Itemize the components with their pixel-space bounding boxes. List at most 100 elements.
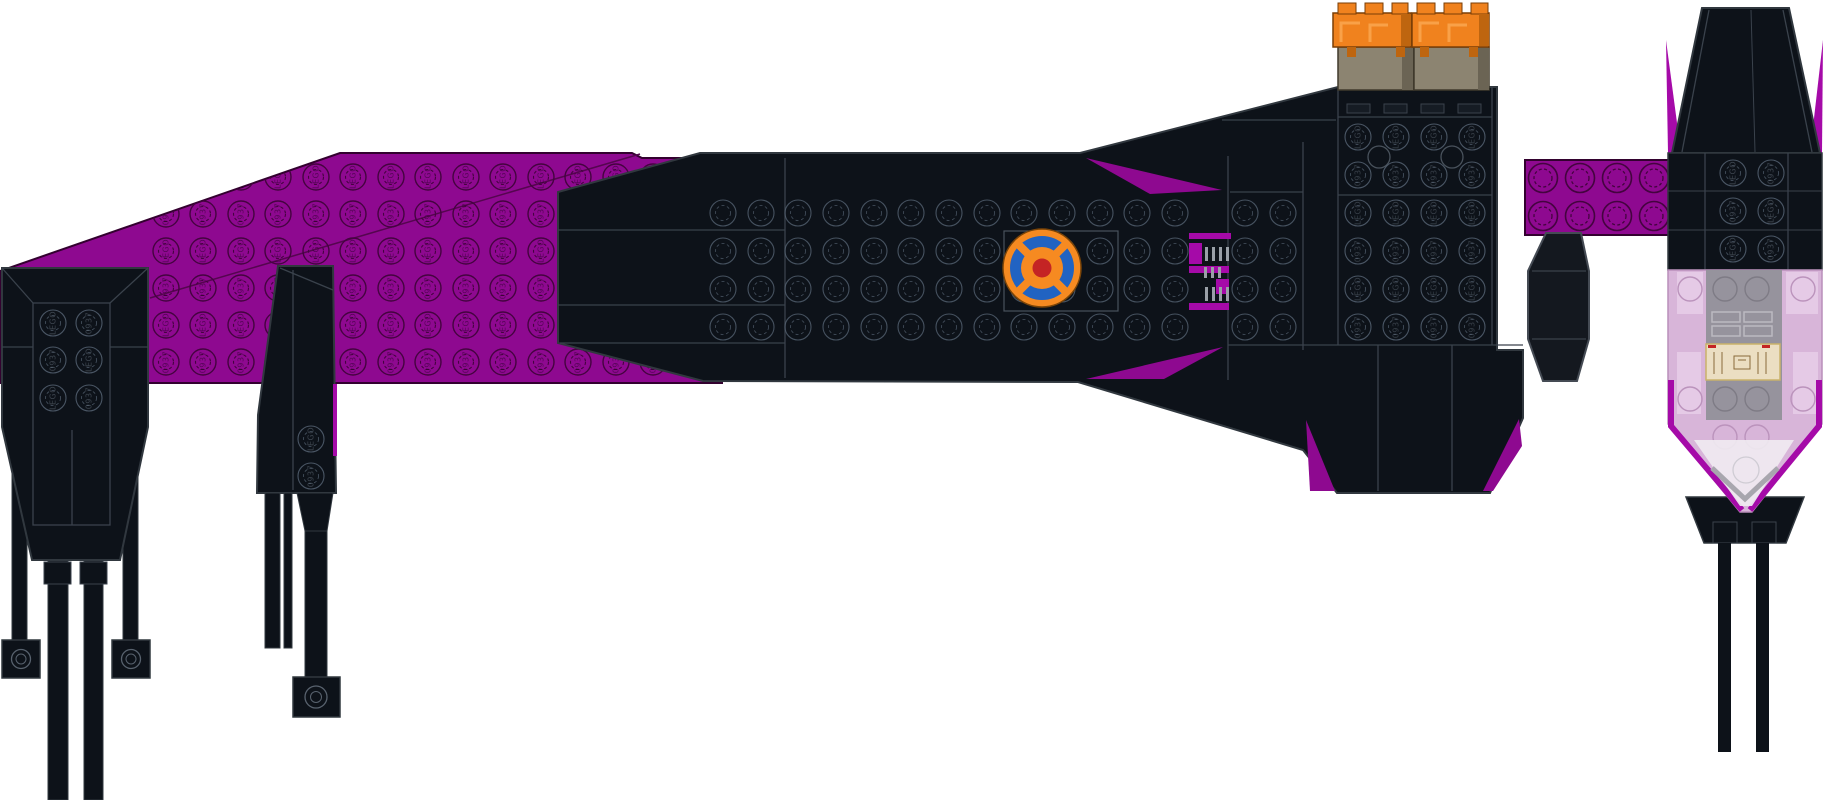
stud: [1420, 275, 1448, 303]
stud-inner-ring: [494, 316, 512, 334]
stud-engraving: LEGO: [237, 239, 246, 263]
stud: [1086, 199, 1114, 227]
stud-inner-ring: [753, 205, 769, 221]
stud-inner-ring: [1350, 167, 1366, 183]
stud-engraving: 0937: [1354, 164, 1363, 186]
stud: [973, 199, 1001, 227]
orange-brick-left-tab-2: [1364, 2, 1384, 15]
stud-engraving: 0937: [537, 203, 546, 225]
stud: [452, 311, 480, 339]
stud-engraving: LEGO: [1392, 277, 1401, 301]
stud-engraving: LEGO: [307, 427, 316, 451]
stud-engraving: 0937: [499, 351, 508, 373]
purple-accent-tail-right: [1483, 419, 1522, 491]
purple-accent-tail-left: [1306, 420, 1335, 491]
left-pod-foot-left: [1, 639, 41, 679]
stud-inner-ring: [753, 281, 769, 297]
stud-engraving: 0937: [85, 387, 94, 409]
stud-engraving: 0937: [49, 349, 58, 371]
stud-inner-ring: [790, 243, 806, 259]
stud-inner-ring: [494, 242, 512, 260]
stud: [297, 462, 325, 490]
stud: [1458, 275, 1486, 303]
stud-engraving: LEGO: [349, 165, 358, 189]
stud-inner-ring: [866, 243, 882, 259]
stud-engraving: LEGO: [1430, 201, 1439, 225]
stud-inner-ring: [1388, 205, 1404, 221]
mid-pod-leg: [304, 530, 328, 679]
stud: [1458, 199, 1486, 227]
stud-inner-ring: [1388, 243, 1404, 259]
stud-inner-ring: [1607, 206, 1627, 226]
stud: [39, 384, 67, 412]
stud-inner-ring: [382, 279, 400, 297]
hinge-notch-2: [1383, 103, 1408, 114]
stud-engraving: 0937: [1767, 238, 1776, 260]
stud: [264, 237, 292, 265]
stud-inner-ring: [419, 168, 437, 186]
stud-inner-ring: [1644, 206, 1664, 226]
stud-engraving: 0937: [387, 277, 396, 299]
stud: [414, 163, 442, 191]
stud: [822, 275, 850, 303]
canopy-light-2: [1786, 272, 1818, 314]
stud: [189, 237, 217, 265]
mid-pod-bar-right: [283, 492, 293, 649]
stud: [1161, 237, 1189, 265]
stud: [1382, 161, 1410, 189]
stud-inner-ring: [1426, 167, 1442, 183]
grille-tooth: [1212, 287, 1215, 301]
left-pod-foot-right-ring: [120, 648, 142, 670]
stud-engraving: LEGO: [1354, 125, 1363, 149]
stud-engraving: 0937: [612, 351, 621, 373]
stud: [452, 348, 480, 376]
stud-inner-ring: [45, 315, 61, 331]
stud-inner-ring: [1237, 319, 1253, 335]
stud-engraving: 0937: [237, 277, 246, 299]
canopy-light-1: [1677, 272, 1703, 314]
stud-inner-ring: [81, 352, 97, 368]
stud: [1458, 237, 1486, 265]
antenna-rod-right: [1756, 543, 1769, 752]
stud-inner-ring: [532, 279, 550, 297]
stud-engraving: 0937: [574, 351, 583, 373]
greeble-block-1: [1189, 243, 1202, 264]
stud: [897, 237, 925, 265]
stud-inner-ring: [532, 353, 550, 371]
stud: [339, 237, 367, 265]
stud-inner-ring: [382, 316, 400, 334]
stud-inner-ring: [494, 279, 512, 297]
orange-pin-4: [1469, 47, 1478, 57]
stud: [339, 200, 367, 228]
stud: [860, 237, 888, 265]
stud: [377, 348, 405, 376]
canopy-magenta-edge-left: [1668, 380, 1745, 512]
stud-inner-ring: [81, 390, 97, 406]
stud-inner-ring: [419, 242, 437, 260]
left-pod-leg-right: [83, 559, 104, 800]
stud-inner-ring: [1570, 206, 1590, 226]
grille-tooth: [1219, 287, 1222, 301]
stud-inner-ring: [1464, 167, 1480, 183]
stud-engraving: 0937: [1430, 164, 1439, 186]
orange-brick-left-tab-1: [1337, 2, 1357, 15]
stud-inner-ring: [1016, 205, 1032, 221]
stud-engraving: 0937: [1392, 164, 1401, 186]
stud-engraving: LEGO: [49, 311, 58, 335]
stud: [527, 200, 555, 228]
stud: [489, 200, 517, 228]
stud: [1161, 313, 1189, 341]
tan-brick-left-shade: [1402, 48, 1413, 90]
mid-pod-bar-left: [264, 492, 281, 649]
stud-engraving: LEGO: [1392, 125, 1401, 149]
stud-inner-ring: [1644, 168, 1664, 188]
stud: [1719, 159, 1747, 187]
canopy-side-stud-3: [1677, 386, 1703, 412]
stud-engraving: LEGO: [387, 239, 396, 263]
stud-inner-ring: [1350, 281, 1366, 297]
stud: [709, 237, 737, 265]
stud: [1601, 162, 1633, 194]
stud-inner-ring: [157, 316, 175, 334]
stud: [1564, 200, 1596, 232]
stud-inner-ring: [457, 353, 475, 371]
